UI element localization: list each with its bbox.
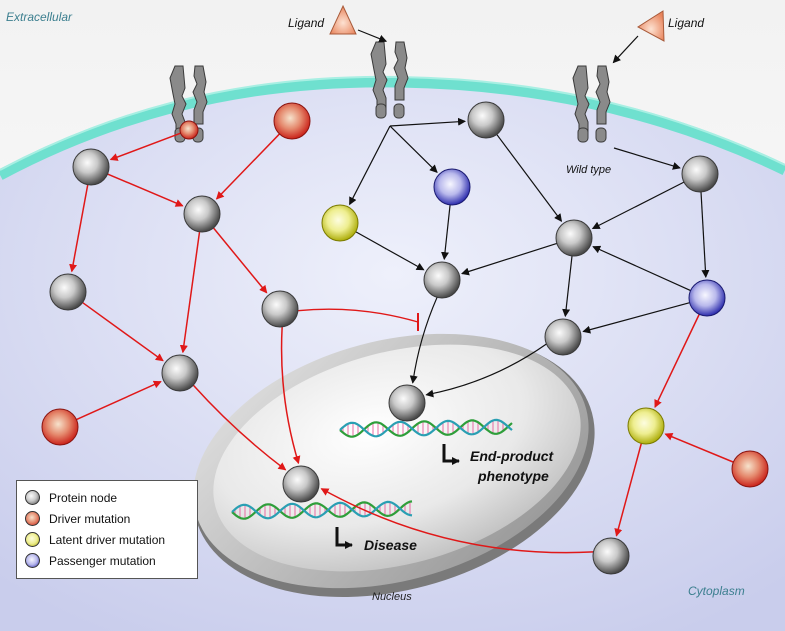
dna-helix-disease bbox=[231, 500, 413, 520]
legend-label: Driver mutation bbox=[49, 511, 131, 526]
latent-driver-mutation-node bbox=[321, 204, 359, 242]
disease-signal-edge bbox=[614, 443, 643, 537]
receptor-mutant bbox=[169, 65, 208, 143]
end-product-label-line2: phenotype bbox=[477, 468, 549, 484]
passenger-mutation-node bbox=[688, 279, 726, 317]
disease-signal-edge bbox=[109, 132, 181, 161]
normal-signal-edge bbox=[357, 29, 388, 43]
driver-mutation-node bbox=[179, 120, 199, 140]
end-product-arrow bbox=[442, 444, 460, 465]
normal-signal-edge bbox=[700, 191, 710, 279]
driver-mutation-swatch bbox=[25, 511, 40, 526]
protein-node bbox=[423, 261, 461, 299]
ligand-2-label: Ligand bbox=[668, 16, 704, 30]
driver-mutation-node bbox=[731, 450, 769, 488]
disease-signal-edge bbox=[192, 384, 287, 471]
nucleus bbox=[193, 333, 595, 598]
protein-node bbox=[467, 101, 505, 139]
latent-driver-mutation-swatch bbox=[25, 532, 40, 547]
receptor-ligand-1 bbox=[370, 41, 409, 119]
protein-node bbox=[555, 219, 593, 257]
disease-signal-edge bbox=[76, 380, 162, 421]
protein-node bbox=[161, 354, 199, 392]
normal-signal-edge bbox=[409, 297, 438, 384]
passenger-mutation-swatch bbox=[25, 553, 40, 568]
protein-node bbox=[282, 465, 320, 503]
normal-signal-edge bbox=[441, 204, 451, 261]
legend-label: Latent driver mutation bbox=[49, 532, 166, 547]
disease-signal-edge bbox=[215, 133, 281, 200]
legend-item-passenger-mutation: Passenger mutation bbox=[25, 550, 189, 571]
end-product-label-line1: End-product bbox=[470, 448, 555, 464]
legend: Protein node Driver mutation Latent driv… bbox=[16, 480, 198, 579]
protein-node-swatch bbox=[25, 490, 40, 505]
extracellular-label: Extracellular bbox=[6, 10, 73, 24]
disease-label: Disease bbox=[364, 537, 417, 553]
wild-type-label: Wild type bbox=[566, 164, 611, 176]
normal-signal-edge bbox=[349, 125, 391, 206]
normal-signal-edge bbox=[355, 231, 425, 271]
disease-signal-edge bbox=[179, 231, 201, 354]
protein-node bbox=[261, 290, 299, 328]
protein-node bbox=[681, 155, 719, 193]
disease-signal-edge bbox=[320, 488, 594, 554]
legend-item-latent-driver-mutation: Latent driver mutation bbox=[25, 529, 189, 550]
disease-signal-edge bbox=[82, 301, 164, 362]
normal-signal-edge bbox=[562, 255, 573, 318]
normal-signal-edge bbox=[425, 343, 547, 398]
normal-signal-edge bbox=[461, 242, 558, 276]
normal-signal-edge bbox=[582, 302, 690, 334]
protein-node bbox=[183, 195, 221, 233]
disease-signal-edge bbox=[107, 173, 184, 207]
normal-signal-edge bbox=[591, 181, 685, 230]
protein-node bbox=[388, 384, 426, 422]
legend-item-protein-node: Protein node bbox=[25, 487, 189, 508]
ligand-1-icon bbox=[329, 4, 357, 35]
normal-signal-edge bbox=[389, 125, 438, 173]
disease-signal-edge bbox=[212, 227, 268, 294]
normal-signal-edge bbox=[613, 147, 681, 170]
nucleus-label: Nucleus bbox=[372, 591, 412, 603]
passenger-mutation-node bbox=[433, 168, 471, 206]
disease-signal-edge bbox=[664, 433, 734, 463]
driver-mutation-node bbox=[41, 408, 79, 446]
normal-signal-edge bbox=[592, 245, 691, 292]
protein-node bbox=[544, 318, 582, 356]
dna-helix-end-product bbox=[339, 418, 513, 438]
disease-signal-edge bbox=[69, 184, 89, 273]
driver-mutation-node bbox=[273, 102, 311, 140]
ligand-2-icon bbox=[637, 10, 665, 42]
protein-node bbox=[49, 273, 87, 311]
cytoplasm-label: Cytoplasm bbox=[688, 584, 745, 598]
receptor-wild-type bbox=[572, 65, 611, 143]
protein-node bbox=[72, 148, 110, 186]
inhibition-edge bbox=[297, 308, 419, 323]
normal-signal-edge bbox=[612, 35, 639, 64]
disease-arrow bbox=[335, 527, 353, 549]
latent-driver-mutation-node bbox=[627, 407, 665, 445]
legend-label: Passenger mutation bbox=[49, 553, 156, 568]
normal-signal-edge bbox=[389, 117, 467, 127]
legend-label: Protein node bbox=[49, 490, 118, 505]
protein-node bbox=[592, 537, 630, 575]
disease-signal-edge bbox=[280, 326, 301, 465]
ligand-1-label: Ligand bbox=[288, 16, 324, 30]
legend-item-driver-mutation: Driver mutation bbox=[25, 508, 189, 529]
disease-signal-edge bbox=[654, 313, 700, 408]
normal-signal-edge bbox=[496, 134, 563, 222]
